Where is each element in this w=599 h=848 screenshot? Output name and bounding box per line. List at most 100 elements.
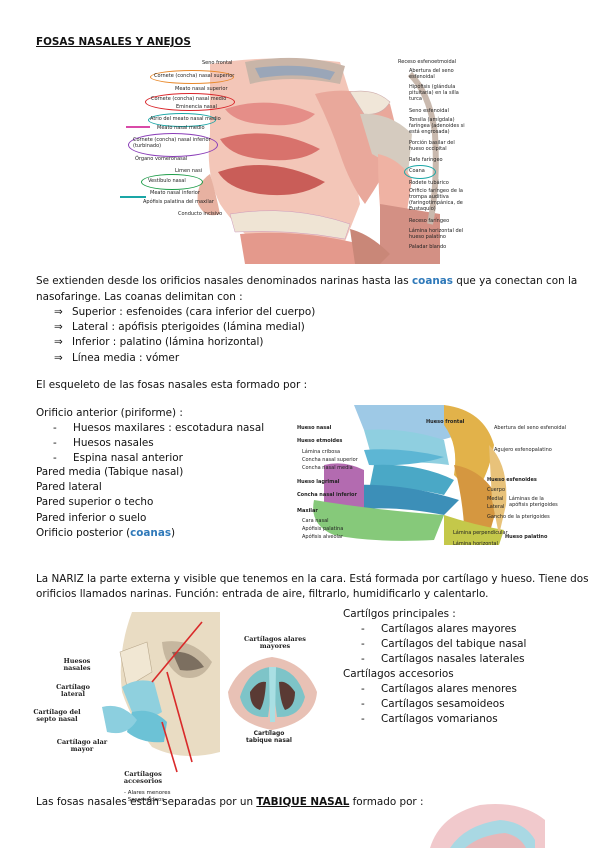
dash-bullet: - xyxy=(361,623,365,635)
fig2-label: Hueso nasal xyxy=(297,425,332,431)
fig1-label: Cornete (concha) nasal superior xyxy=(154,73,235,79)
fig3-label: Cartílago lateral xyxy=(56,683,90,698)
fig1-label: Conducto incisivo xyxy=(178,211,223,217)
fig1-label: Meato nasal superior xyxy=(175,86,228,92)
fig3-label: Cartílagos accesorios xyxy=(123,770,163,785)
cartilagos-accesorios-heading: Cartílagos accesorios xyxy=(343,668,454,680)
fig2-label: Cara nasal xyxy=(302,518,329,524)
list-item: -Cartílagos vomarianos xyxy=(361,712,517,727)
coanas-highlight: coanas xyxy=(412,275,453,287)
ring-cornete-inferior xyxy=(128,133,218,157)
pared-item: Pared media (Tabique nasal) xyxy=(36,466,184,478)
fig1-label: Órgano vomeronasal xyxy=(135,156,188,162)
arrow-icon: ⇒ xyxy=(54,336,63,349)
fig1-label: Receso faríngeo xyxy=(409,218,450,224)
fig1-label: Seno frontal xyxy=(202,60,233,66)
page-title: FOSAS NASALES Y ANEJOS xyxy=(36,36,191,48)
ring-cornete-superior xyxy=(150,70,234,84)
ring-coana xyxy=(404,165,436,179)
fig2-label: Cuerpo xyxy=(487,487,506,493)
list-item: -Cartílagos sesamoideos xyxy=(361,697,517,712)
fig1-label: Atrio del meato nasal medio xyxy=(150,116,221,122)
fig1-label: Cornete (concha) nasal inferior (turbina… xyxy=(133,137,211,149)
septum-figure-partial xyxy=(420,800,550,848)
nariz-line-2: orificios llamados narinas. Función: ent… xyxy=(36,588,489,600)
dash-bullet: - xyxy=(53,422,57,434)
ring-vestibulo xyxy=(141,174,203,190)
fig1-label: Eminencia nasal xyxy=(176,104,217,110)
fig2-label: Concha nasal media xyxy=(302,465,353,471)
pared-item: Pared lateral xyxy=(36,481,102,494)
fig2-label: Medial xyxy=(487,496,504,502)
arrow-icon: ⇒ xyxy=(54,306,63,318)
list-item: -Huesos nasales xyxy=(53,436,264,451)
list-item: ⇒Línea media : vómer xyxy=(54,351,315,366)
fig1-label: Porción basilar del hueso occipital xyxy=(409,140,455,152)
intro-text: Se extienden desde los orificios nasales… xyxy=(36,275,413,287)
fig1-label: Receso esfenoetmoidal xyxy=(398,59,457,65)
dash-bullet: - xyxy=(361,698,365,711)
list-item: -Cartílagos del tabique nasal xyxy=(361,637,526,652)
ring-cornete-medio xyxy=(145,93,235,111)
coanas-highlight: coanas xyxy=(130,526,172,539)
tabique-sentence: Las fosas nasales están separadas por un… xyxy=(36,796,424,808)
alar-cartilage-illustration xyxy=(220,652,325,732)
fig1-label: Rafe faríngeo xyxy=(409,157,443,163)
fig3-label: - Alares menores xyxy=(124,790,171,796)
fig2-label: Hueso esfenoides xyxy=(487,477,537,483)
fig1-label: Cornete (concha) nasal medio xyxy=(151,96,227,102)
dash-bullet: - xyxy=(361,683,365,695)
dash-bullet: - xyxy=(361,653,365,666)
sagittal-section-figure xyxy=(150,54,440,264)
fig2-label: Gancho de la pterigoides xyxy=(487,514,550,520)
septum-illustration xyxy=(430,804,545,848)
cartilagos-principales-heading: Cartílgos principales : xyxy=(343,608,456,620)
pared-item: Pared inferior o suelo xyxy=(36,511,147,524)
fig2-label: Hueso etmoides xyxy=(297,438,343,444)
alar-cartilage-figure xyxy=(220,652,325,732)
nose-cartilage-figure xyxy=(92,612,220,782)
fig1-label: Meato nasal medio xyxy=(157,125,205,131)
intro-line-2: nasofaringe. Las coanas delimitan con : xyxy=(36,291,243,303)
list-item: ⇒Inferior : palatino (lámina horizontal) xyxy=(54,335,315,350)
dash-bullet: - xyxy=(361,713,365,726)
fig3-label: - Sesamoideos xyxy=(124,797,165,803)
nose-cartilage-illustration xyxy=(92,612,220,782)
fig2-label: Hueso lagrimal xyxy=(297,479,340,485)
lateral-wall-illustration xyxy=(294,405,562,553)
list-item: ⇒Lateral : apófisis pterigoides (lámina … xyxy=(54,320,315,335)
fig2-label: Láminas de la apófisis pterigoides xyxy=(509,496,558,508)
fig3-label: Huesos nasales xyxy=(63,657,91,672)
fig2-label: Lámina horizontal xyxy=(453,541,498,547)
pared-item: Pared superior o techo xyxy=(36,496,154,509)
list-item: -Espina nasal anterior xyxy=(53,451,264,466)
fig2-label: Concha nasal inferior xyxy=(297,492,357,498)
fig2-label: Agujero esfenopalatino xyxy=(494,447,552,453)
fig1-label: Abertura del seno esfenoidal xyxy=(409,68,454,80)
fig2-label: Concha nasal superior xyxy=(302,457,358,463)
list-item: -Cartílagos alares mayores xyxy=(361,622,526,637)
orificio-anterior-heading: Orificio anterior (piriforme) : xyxy=(36,407,183,419)
fig2-label: Maxilar xyxy=(297,508,318,514)
tabique-highlight: TABIQUE NASAL xyxy=(256,796,350,808)
intro-text-end: que ya conectan con la xyxy=(452,275,578,287)
pared-item: Orificio posterior (coanas) xyxy=(36,526,176,539)
fig3-label: Cartílago del septo nasal xyxy=(33,708,81,723)
fig1-label: Vestíbulo nasal xyxy=(148,178,186,184)
dash-bullet: - xyxy=(53,452,57,465)
fig4-title: Cartílagos alares mayores xyxy=(244,635,306,650)
fig1-label: Rodete tubárico xyxy=(409,180,449,186)
cartilagos-accesorios-list: -Cartílagos alares menores -Cartílagos s… xyxy=(361,682,517,728)
fig1-label: Coana xyxy=(409,168,425,174)
list-item: -Huesos maxilares : escotadura nasal xyxy=(53,421,264,436)
fig2-label: Apófisis alveolar xyxy=(302,534,344,540)
fig4-label: Cartílago tabique nasal xyxy=(246,730,292,744)
orificio-anterior-list: -Huesos maxilares : escotadura nasal -Hu… xyxy=(53,421,264,467)
fig1-label: Apófisis palatina del maxilar xyxy=(143,199,214,205)
paredes-list: Pared media (Tabique nasal) Pared latera… xyxy=(36,465,183,541)
arrow-marker-meato-medio xyxy=(126,126,150,128)
fig1-label: Tonsila (amígdala) faríngea (adenoides s… xyxy=(409,117,465,135)
fig1-label: Lámina horizontal del hueso palatino xyxy=(409,228,464,240)
dash-bullet: - xyxy=(361,638,365,651)
lateral-wall-figure xyxy=(294,405,562,553)
